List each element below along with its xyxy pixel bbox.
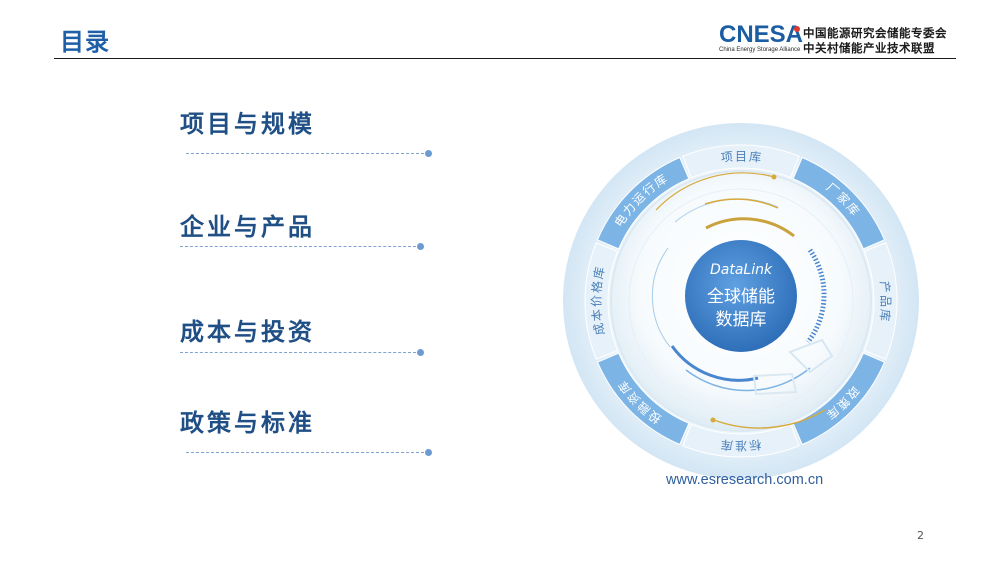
wheel-segment: [863, 242, 898, 360]
dashed-divider: [180, 352, 416, 353]
page-number: 2: [917, 529, 924, 542]
menu-label: 项目与规模: [180, 110, 315, 138]
svg-text:库: 库: [877, 308, 893, 321]
svg-text:库: 库: [748, 149, 761, 165]
cnesa-logo: CNESA China Energy Storage Alliance 中国能源…: [719, 22, 949, 56]
svg-text:准: 准: [735, 439, 747, 453]
svg-text:标: 标: [748, 437, 761, 452]
svg-text:目: 目: [735, 150, 747, 164]
wheel-segment: [792, 352, 886, 446]
center-line1: 全球储能: [707, 287, 775, 307]
logo-mark: CNESA: [719, 21, 804, 48]
dashed-divider: [186, 452, 424, 453]
wheel-segment: [596, 352, 690, 446]
menu-label: 成本与投资: [180, 318, 315, 346]
bullet-dot-icon: [417, 349, 424, 356]
svg-text:价: 价: [590, 295, 604, 307]
dashed-divider: [186, 153, 424, 154]
bullet-dot-icon: [417, 243, 424, 250]
datalink-brand: DataLink: [710, 262, 773, 278]
wheel-segment-label: 产品库: [877, 280, 893, 322]
dashed-divider: [180, 246, 416, 247]
svg-text:品: 品: [879, 295, 893, 307]
wheel-segment-label: 标准库: [720, 437, 762, 453]
svg-text:格: 格: [589, 280, 605, 293]
wheel-segment: [584, 242, 619, 360]
wheel-segment: [792, 156, 886, 250]
wheel-segment: [596, 156, 690, 250]
website-url[interactable]: www.esresearch.com.cn: [666, 472, 824, 488]
bullet-dot-icon: [425, 449, 432, 456]
wheel-segment-label: 项目库: [720, 149, 762, 165]
header-divider: [54, 58, 956, 59]
menu-label: 企业与产品: [180, 213, 315, 241]
svg-text:产: 产: [877, 280, 892, 293]
svg-text:项: 项: [720, 150, 733, 165]
bullet-dot-icon: [425, 150, 432, 157]
center-line2: 数据库: [716, 310, 767, 330]
database-wheel: 项目库厂家库产品库政策库标准库投融资库成本价格库电力运行库 DataLink 全…: [563, 123, 919, 479]
svg-text:库: 库: [720, 437, 733, 453]
svg-text:成: 成: [591, 322, 607, 337]
logo-cn-line2: 中关村储能产业技术联盟: [803, 41, 935, 55]
wheel-segment: [682, 423, 800, 458]
svg-text:库: 库: [590, 265, 607, 280]
svg-text:本: 本: [590, 308, 605, 321]
page-title: 目录: [60, 28, 110, 56]
menu-label: 政策与标准: [180, 409, 315, 437]
logo-cn-line1: 中国能源研究会储能专委会: [803, 26, 947, 40]
logo-dot-icon: [794, 26, 800, 32]
logo-subtitle: China Energy Storage Alliance: [719, 47, 801, 53]
wheel-segment: [682, 144, 800, 179]
